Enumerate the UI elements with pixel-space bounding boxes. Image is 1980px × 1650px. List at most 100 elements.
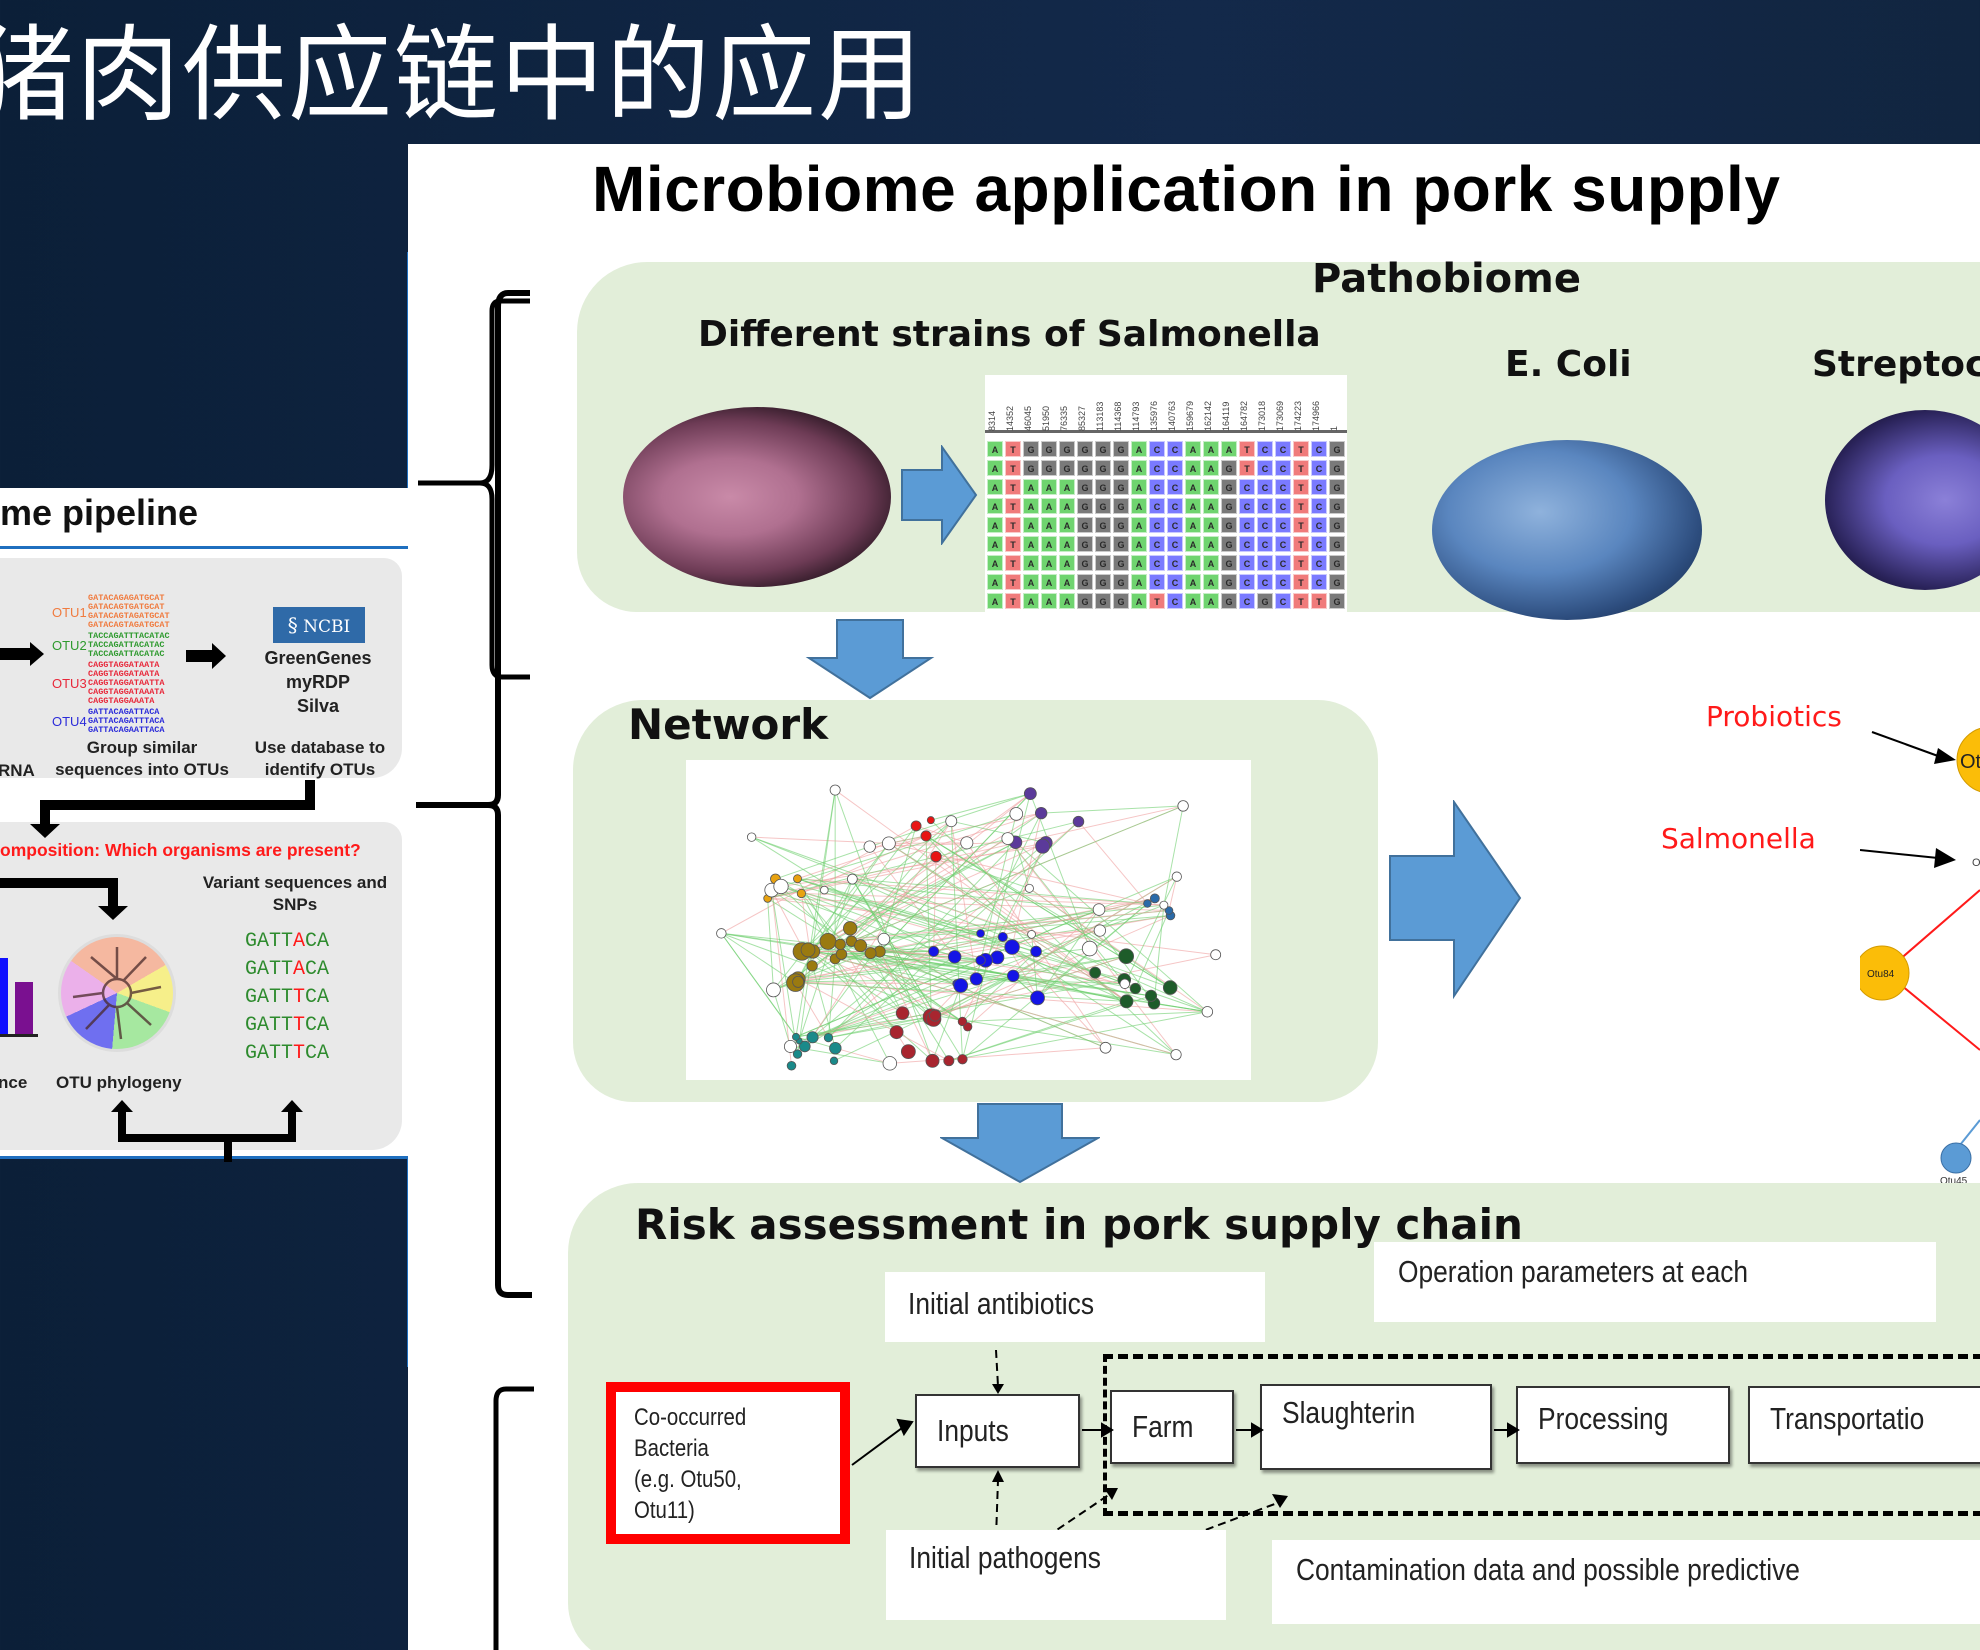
arrow-head-icon — [992, 1384, 1004, 1394]
alignment-cell: A — [1023, 517, 1039, 533]
alignment-cell: G — [1023, 441, 1039, 457]
alignment-cell: G — [1077, 498, 1093, 514]
network-edge — [812, 985, 961, 1038]
elbow-arrow-vertical — [305, 780, 315, 810]
network-edge — [925, 835, 1037, 952]
alignment-cell: C — [1275, 574, 1291, 590]
network-edge — [767, 897, 963, 1022]
cooccurred-line: Bacteria — [634, 1435, 709, 1462]
otu-sequence: TACCAGATTACATAC — [88, 649, 165, 659]
arrow-head-icon — [1934, 848, 1956, 868]
cooccurred-bacteria-box: Co-occurred Bacteria (e.g. Otu50, Otu11) — [606, 1382, 850, 1544]
alignment-cell: A — [1185, 536, 1201, 552]
alignment-cell: G — [1113, 555, 1129, 571]
alignment-cell: A — [1203, 498, 1219, 514]
alignment-cell: T — [1005, 460, 1021, 476]
alignment-cell: C — [1311, 498, 1327, 514]
network-edge — [721, 932, 796, 984]
network-edge — [798, 959, 981, 980]
network-edge — [1124, 876, 1178, 985]
network-node — [1034, 806, 1048, 820]
variant-sequence: GATTTCA — [245, 1042, 330, 1065]
alignment-cell: G — [1095, 555, 1111, 571]
network-node — [783, 1040, 797, 1053]
alignment-cell: C — [1275, 517, 1291, 533]
salmonella-strains-label: Different strains of Salmonella — [698, 314, 1321, 355]
ecoli-image — [1432, 440, 1702, 620]
network-node — [926, 816, 935, 825]
network-edge — [1041, 805, 1184, 814]
tree-branches-icon — [72, 947, 162, 1040]
alignment-cell: C — [1167, 441, 1183, 457]
network-edge — [767, 805, 1184, 899]
alignment-position: 76335 — [1059, 405, 1069, 431]
alignment-cell: C — [1257, 498, 1273, 514]
alignment-cell: A — [1131, 498, 1147, 514]
alignment-position: 174966 — [1311, 400, 1321, 431]
alignment-cell: A — [1023, 498, 1039, 514]
stage-label: Processing — [1538, 1401, 1669, 1436]
arrow-head-icon — [1251, 1422, 1264, 1438]
network-node — [1072, 815, 1085, 828]
step-label-rna: RNA — [0, 761, 35, 780]
alignment-cell: G — [1077, 460, 1093, 476]
alignment-cell: C — [1311, 555, 1327, 571]
alignment-cell: C — [1149, 441, 1165, 457]
stage-label: Transportatio — [1770, 1401, 1925, 1436]
alignment-cell: G — [1221, 574, 1237, 590]
initial-pathogens-label: Initial pathogens — [909, 1540, 1101, 1575]
alignment-cell: A — [1185, 479, 1201, 495]
alignment-cell: T — [1005, 498, 1021, 514]
alignment-cell: C — [1311, 460, 1327, 476]
main-title: Microbiome application in pork supply — [592, 153, 1781, 225]
phylogeny-wheel-icon — [58, 934, 176, 1052]
network-edge — [933, 897, 1155, 952]
alignment-cell: G — [1113, 593, 1129, 609]
network-edge — [930, 819, 1177, 1056]
network-edge — [767, 842, 1047, 899]
phylogeny-arrow-vertical — [108, 878, 118, 908]
alignment-position: 51950 — [1041, 405, 1051, 431]
alignment-cell: T — [1293, 536, 1309, 552]
streptococcus-label: Streptoco — [1812, 344, 1980, 385]
alignment-cell: C — [1239, 498, 1255, 514]
alignment-cell: G — [1041, 441, 1057, 457]
otu-sequence: GATACAGAGATGCAT — [88, 593, 165, 603]
alignment-cell: G — [1221, 517, 1237, 533]
network-edge — [933, 951, 1037, 1020]
network-edge — [933, 950, 1136, 990]
network-edge — [798, 878, 853, 1042]
alignment-cell: A — [1131, 517, 1147, 533]
network-node — [900, 1044, 916, 1059]
salmonella-network-label: Salmonella — [1661, 822, 1816, 855]
alignment-cell: G — [1095, 536, 1111, 552]
abundance-label: nce — [0, 1073, 28, 1092]
variant-sequence: GATTTCA — [245, 986, 330, 1009]
alignment-cell: G — [1221, 593, 1237, 609]
alignment-cell: G — [1077, 441, 1093, 457]
alignment-cell: G — [1329, 460, 1345, 476]
abundance-bar — [15, 982, 33, 1034]
network-node — [823, 1033, 834, 1043]
alignment-cell: G — [1329, 593, 1345, 609]
network-edge — [767, 821, 1079, 899]
variant-sequence: GATTACA — [245, 930, 330, 953]
alignment-cell: G — [1077, 593, 1093, 609]
network-node — [1210, 949, 1222, 961]
alignment-cell: T — [1293, 517, 1309, 533]
otu-sequence: TACCAGATTTACATAC — [88, 631, 170, 641]
alignment-position: 114368 — [1113, 401, 1123, 431]
alignment-cell: C — [1257, 460, 1273, 476]
alignment-cell: A — [987, 479, 1003, 495]
network-edge — [1163, 805, 1184, 906]
network-edge — [807, 949, 903, 1014]
alignment-cell: C — [1149, 498, 1165, 514]
alignment-cell: G — [1095, 460, 1111, 476]
network-node — [1119, 994, 1134, 1009]
alignment-cell: C — [1257, 574, 1273, 590]
network-edge — [780, 885, 986, 961]
network-edge — [1078, 821, 1148, 904]
network-edge — [888, 842, 967, 844]
step-label-group-line1: Group similar — [86, 738, 198, 757]
